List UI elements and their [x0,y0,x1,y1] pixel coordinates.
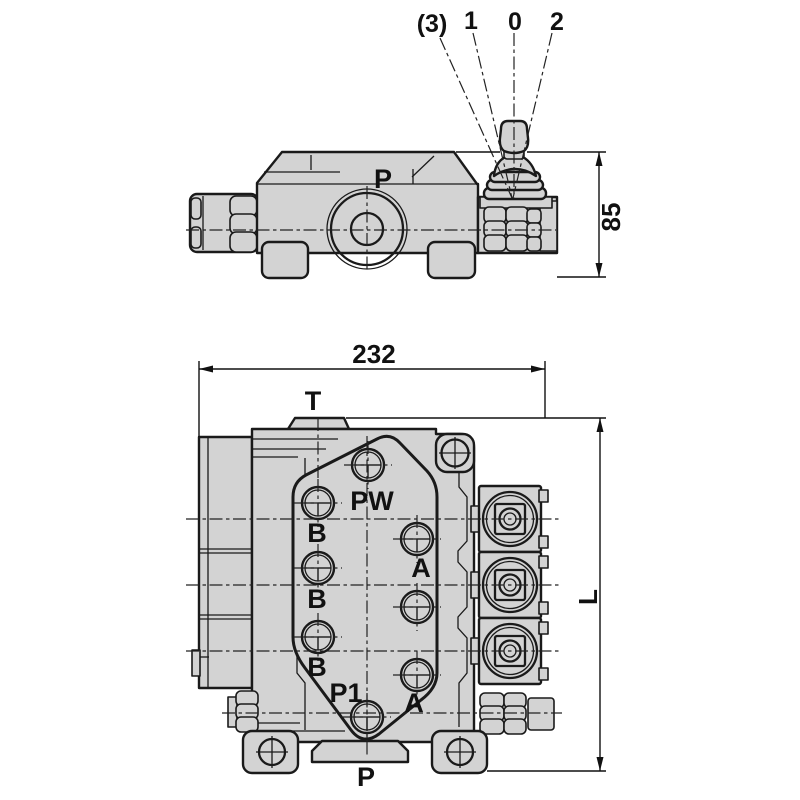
dimension-l: L [346,417,606,772]
lever-position-label-0: 0 [508,8,522,36]
label-port-b1: B [307,518,327,548]
label-port-p1: P1 [329,678,362,708]
dimension-232: 232 [198,339,546,437]
foot-screw-right [444,736,476,768]
label-port-pw: PW [350,486,394,516]
side-lever-base [476,195,559,255]
spool-end-cap-3 [477,616,550,686]
plan-view: T PW B A B B A P1 P 232 L [186,339,606,792]
boot-cone [492,155,538,178]
dimension-232-value: 232 [352,339,395,369]
label-port-a3: A [404,688,424,718]
plan-left-end-block [191,435,254,690]
plan-feet [241,729,489,775]
label-port-a1: A [411,553,431,583]
plan-hex-fitting-right [479,692,555,735]
dimension-l-value: L [573,589,603,605]
lever-position-label-3: (3) [417,10,448,38]
dimension-85: 85 [456,151,626,278]
label-port-p-bottom: P [357,762,375,792]
foot-screw-left [256,736,288,768]
casting-contour-right [457,470,468,727]
lever-position-lines [439,32,553,199]
label-port-b2: B [307,584,327,614]
side-view: (3) 1 0 2 P 85 [186,7,626,280]
lever-position-label-2: 2 [550,8,564,36]
side-pressure-port-boss [326,186,408,273]
plan-hex-fitting-left [227,690,259,733]
side-foot-left [260,240,310,280]
plan-centerlines [186,418,562,757]
bellows-ring-top [488,170,542,184]
plan-screw-mount [434,432,476,474]
side-port-label-p: P [374,164,392,194]
side-left-end-block [188,192,260,254]
lever-position-label-1: 1 [464,7,478,35]
label-port-b3: B [307,652,327,682]
spool-end-cap-1 [477,484,550,554]
side-foot-right [426,240,477,280]
spool-end-cap-2 [477,550,550,620]
label-port-t: T [305,386,322,416]
dimension-85-value: 85 [596,203,626,232]
side-left-hex-nut [229,195,258,253]
side-lever-hex-nuts [483,206,542,252]
plan-center-tab [310,739,410,764]
